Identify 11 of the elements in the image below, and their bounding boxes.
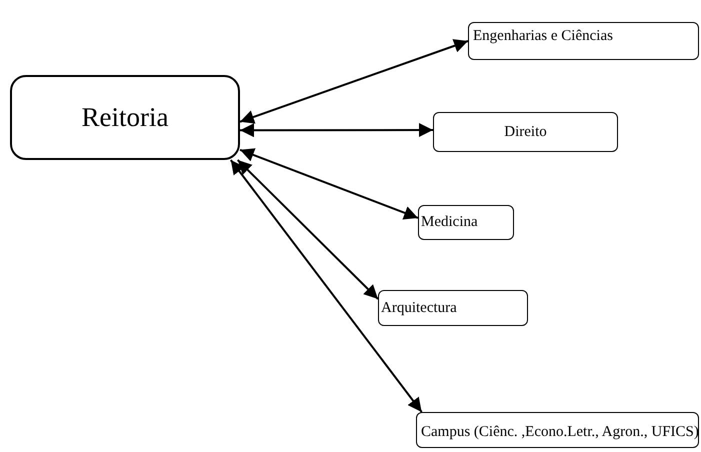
double-arrow: [240, 148, 418, 220]
faculty-box: Direito: [433, 112, 618, 152]
faculty-box: Campus (Ciênc. ,Econo.Letr., Agron., UFICS): [416, 412, 699, 448]
rectorate-box: Reitoria: [10, 75, 240, 160]
double-arrow: [240, 123, 433, 138]
double-arrow: [240, 39, 468, 124]
faculty-box: Arquitectura: [378, 290, 528, 326]
double-arrow: [230, 159, 422, 413]
faculty-box: Medicina: [418, 205, 514, 240]
double-arrow: [237, 159, 379, 300]
faculty-box: Engenharias e Ciências: [468, 22, 699, 60]
